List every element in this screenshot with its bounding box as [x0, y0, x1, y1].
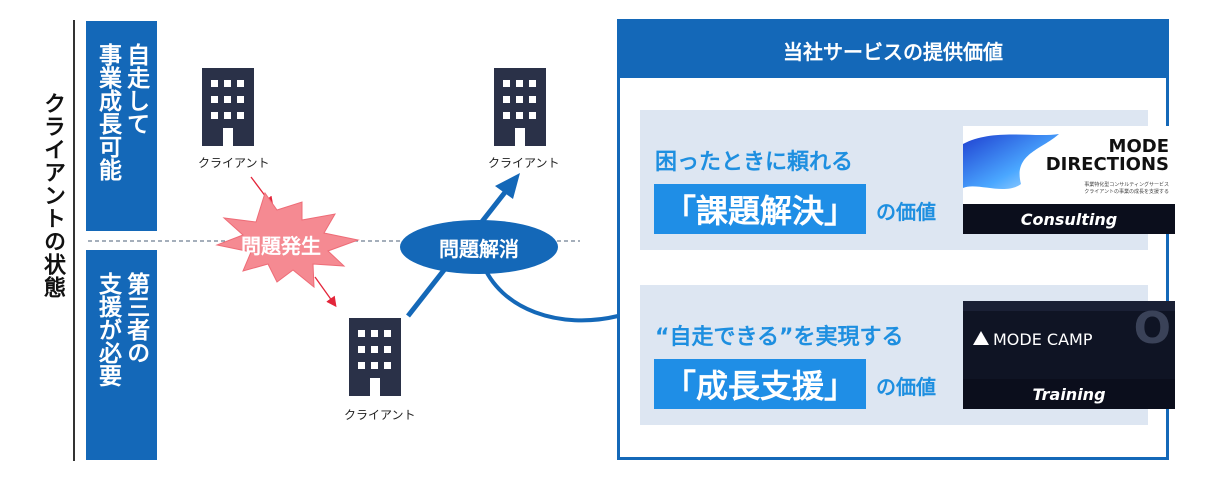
vertical-divider	[73, 20, 75, 461]
mode-camp-logo-icon	[973, 331, 989, 345]
mode-directions-tagline: 事業特化型コンサルティングサービス クライアントの事業の成長を支援する	[1084, 182, 1169, 196]
card-2-subtitle: “自走できる”を実現する	[655, 325, 904, 350]
client-building-top-left	[202, 68, 254, 146]
building-icon	[349, 318, 401, 396]
problem-solved-label: 問題解消	[439, 236, 519, 261]
problem-burst	[215, 191, 360, 289]
self-sustaining-line-1: 自走して	[122, 43, 149, 135]
tagline-2: クライアントの事業の成長を支援する	[1084, 189, 1169, 195]
client-state-label: クライアントの状態	[40, 92, 65, 299]
value-card-problem-solving: 困ったときに頼れる 「課題解決」 の価値 MODE DIRECTIONS 事業特…	[640, 110, 1175, 250]
blue-swirl-graphic	[963, 134, 1059, 190]
building-icon	[494, 68, 546, 146]
consulting-caption: Consulting	[963, 204, 1175, 234]
training-caption: Training	[963, 379, 1175, 409]
blue-arrow-head	[495, 173, 520, 199]
brand-line-2: DIRECTIONS	[1045, 154, 1169, 175]
building-icon	[202, 68, 254, 146]
red-arrow-bottom	[314, 276, 337, 308]
card-1-suffix: の価値	[876, 200, 936, 224]
blue-curve-to-panel	[480, 261, 619, 323]
self-sustaining-line-2: 事業成長可能	[94, 43, 121, 181]
needs-support-line-1: 第三者の	[122, 272, 149, 364]
self-sustaining-box: 自走して 事業成長可能	[86, 21, 157, 231]
mode-directions-thumbnail[interactable]: MODE DIRECTIONS 事業特化型コンサルティングサービス クライアント…	[963, 126, 1175, 234]
service-value-panel: 当社サービスの提供価値 困ったときに頼れる 「課題解決」 の価値 MODE DI…	[617, 19, 1175, 460]
client-building-bottom	[349, 318, 401, 396]
mode-directions-brand: MODE DIRECTIONS	[1046, 138, 1169, 174]
brand-line-1: MODE	[1108, 136, 1169, 157]
needs-support-box: 第三者の 支援が必要	[86, 250, 157, 460]
needs-support-line-2: 支援が必要	[94, 272, 121, 387]
client-building-top-right	[494, 68, 546, 146]
mode-camp-nav-bar	[963, 301, 1175, 311]
client-label-top-left: クライアント	[198, 156, 270, 170]
mode-camp-thumbnail[interactable]: O MODE CAMP Training	[963, 301, 1175, 409]
client-label-top-right: クライアント	[488, 156, 560, 170]
mode-camp-brand: MODE CAMP	[993, 330, 1093, 349]
client-label-bottom: クライアント	[344, 408, 416, 422]
tagline-1: 事業特化型コンサルティングサービス	[1084, 182, 1169, 188]
card-2-keyword: 「成長支援」	[654, 359, 867, 409]
problem-occurred-label: 問題発生	[241, 234, 321, 258]
card-1-keyword: 「課題解決」	[654, 184, 867, 234]
problem-solved-ellipse: 問題解消	[400, 220, 558, 274]
panel-title: 当社サービスの提供価値	[620, 22, 1166, 78]
value-card-growth-support: “自走できる”を実現する 「成長支援」 の価値 O MODE CAMP Trai…	[640, 285, 1175, 425]
card-1-subtitle: 困ったときに頼れる	[655, 150, 854, 175]
mode-camp-bg-letter: O	[1133, 303, 1171, 354]
card-2-suffix: の価値	[876, 375, 936, 399]
